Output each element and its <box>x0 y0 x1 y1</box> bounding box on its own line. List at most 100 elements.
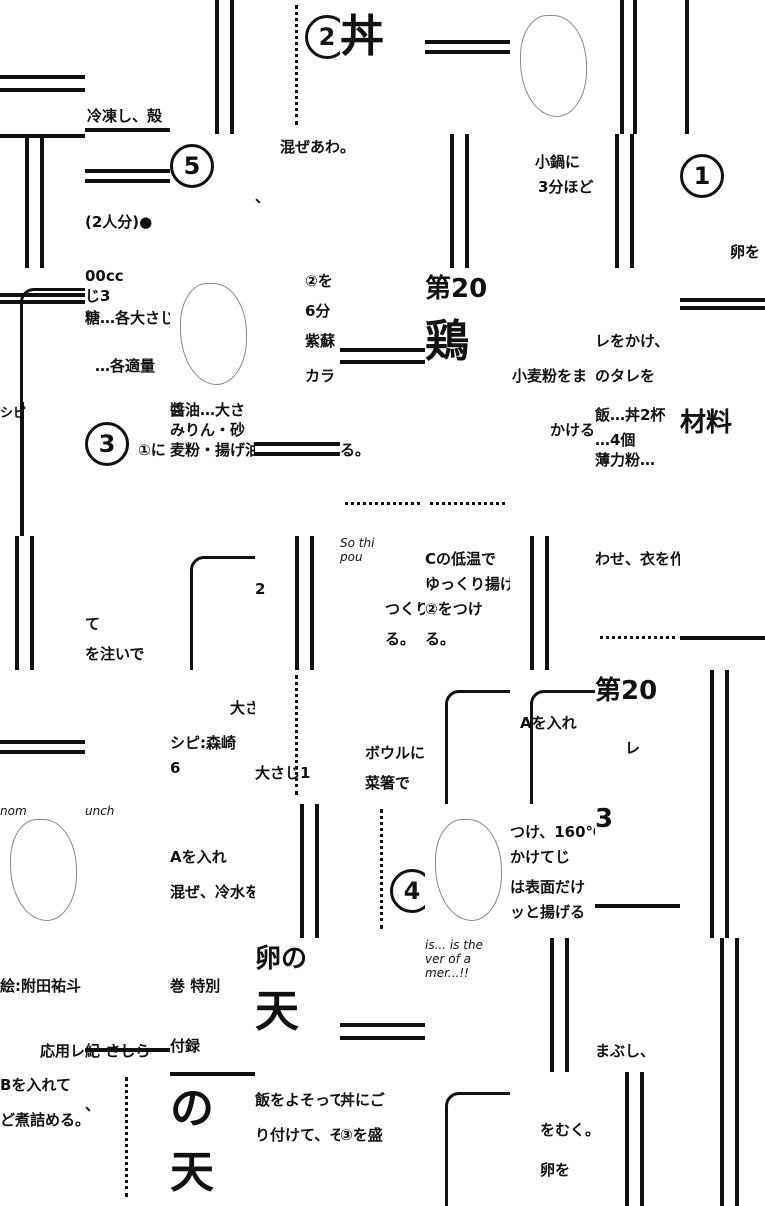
vertical-panel-border <box>215 0 219 134</box>
recipe-text-fragment: 絵:附田祐斗 <box>0 977 81 995</box>
dotted-divider <box>295 675 298 795</box>
recipe-text-fragment: (2人分)● <box>85 213 153 231</box>
puzzle-tile <box>0 268 85 402</box>
recipe-text-fragment: る。 <box>425 630 456 648</box>
horizontal-panel-border <box>85 128 170 132</box>
recipe-text-fragment: る。 <box>385 630 416 648</box>
recipe-text-fragment: り付けて、その上に④ <box>255 1126 340 1144</box>
horizontal-panel-border <box>0 88 85 92</box>
puzzle-tile: 2 <box>255 536 340 670</box>
vertical-panel-border <box>725 804 729 938</box>
recipe-text-fragment: かける。 <box>550 421 595 439</box>
horizontal-panel-border <box>85 1048 170 1052</box>
puzzle-tile: 4 <box>340 804 425 938</box>
recipe-text-fragment: 混ぜ、冷水を <box>170 883 255 901</box>
character-sketch <box>180 283 247 385</box>
vertical-panel-border <box>230 0 234 134</box>
puzzle-tile: 大さじ1 <box>255 670 340 804</box>
puzzle-tile: 冷凍し、殻 <box>85 0 170 134</box>
puzzle-tile <box>0 0 85 134</box>
step-number-circle: 1 <box>680 154 724 198</box>
horizontal-panel-border <box>170 1072 255 1076</box>
horizontal-panel-border <box>680 636 765 640</box>
puzzle-tile <box>680 0 765 134</box>
puzzle-tile <box>0 536 85 670</box>
puzzle-tile <box>595 134 680 268</box>
horizontal-panel-border <box>255 452 340 456</box>
puzzle-tile <box>680 1072 765 1206</box>
recipe-text-fragment: 菜箸で <box>365 774 411 792</box>
panel-corner-frame <box>445 690 510 804</box>
recipe-text-fragment: 2 <box>255 580 266 598</box>
vertical-panel-border <box>720 938 724 1072</box>
horizontal-panel-border <box>0 300 85 304</box>
recipe-text-fragment: みりん・砂 <box>170 421 246 439</box>
puzzle-tile: 醬油…大さみりん・砂麦粉・揚げ油 <box>170 402 255 536</box>
recipe-text-fragment: 、 <box>85 1096 101 1114</box>
dotted-divider <box>295 5 298 125</box>
horizontal-panel-border <box>85 169 170 173</box>
vertical-panel-border <box>633 0 637 134</box>
recipe-text-fragment: かけてじ <box>510 848 571 866</box>
recipe-text-fragment: シピ:森崎 <box>170 734 236 752</box>
recipe-text-fragment: 飯…丼2杯 <box>595 406 666 424</box>
recipe-text-fragment: ③を盛 <box>340 1126 383 1144</box>
puzzle-tile <box>340 938 425 1072</box>
vertical-panel-border <box>295 536 299 670</box>
vertical-panel-border <box>300 804 304 938</box>
vertical-panel-border <box>15 536 19 670</box>
puzzle-tile: る。 <box>340 402 425 536</box>
recipe-text-fragment: 卵の <box>255 944 308 974</box>
puzzle-tile <box>0 670 85 804</box>
recipe-text-fragment: 小鍋に <box>535 153 581 171</box>
character-sketch <box>435 819 502 921</box>
recipe-text-fragment: 大さじ1 <box>255 764 311 782</box>
panel-corner-frame <box>190 556 255 670</box>
puzzle-tile <box>425 670 510 804</box>
puzzle-tile <box>425 402 510 536</box>
vertical-panel-border <box>20 402 24 536</box>
recipe-text-fragment: 混ぜあわ <box>280 138 340 156</box>
puzzle-tile: nom <box>0 804 85 938</box>
puzzle-tile: シピ <box>0 402 85 536</box>
puzzle-tile: 飯…丼2杯…4個薄力粉… <box>595 402 680 536</box>
recipe-text-fragment: シピ <box>0 406 27 421</box>
puzzle-tile: 3 <box>595 804 680 938</box>
puzzle-tile: ボウルに菜箸で <box>340 670 425 804</box>
puzzle-tile: 丼にご ③を盛 <box>340 1072 425 1206</box>
recipe-text-fragment: まぶし、 <box>595 1042 656 1060</box>
dotted-divider <box>430 502 505 505</box>
recipe-text-fragment: 麦粉・揚げ油 <box>170 441 255 459</box>
dotted-divider <box>345 502 420 505</box>
vertical-panel-border <box>25 134 29 268</box>
puzzle-tile: (2人分)● <box>85 134 170 268</box>
recipe-text-fragment: 糖…各大さじ <box>85 309 170 327</box>
recipe-text-fragment: の天 <box>170 1083 214 1198</box>
recipe-text-fragment: をむく。 <box>540 1121 595 1139</box>
puzzle-tile: Aを入れ <box>510 670 595 804</box>
recipe-text-fragment: ボウルに <box>365 744 425 762</box>
recipe-text-fragment: つくり揚げ <box>385 600 425 618</box>
character-sketch <box>10 819 77 921</box>
recipe-text-fragment: 6 <box>170 759 181 777</box>
puzzle-tile: 5 <box>170 134 255 268</box>
puzzle-tile <box>510 0 595 134</box>
vertical-panel-border <box>40 134 44 268</box>
vertical-panel-border <box>565 938 569 1072</box>
recipe-text-fragment: 紫蘇 <box>305 332 336 350</box>
recipe-text-fragment: 丼にご <box>340 1091 385 1109</box>
character-sketch <box>520 15 587 117</box>
recipe-text-fragment: て <box>85 615 101 633</box>
recipe-text-fragment: …4個 <box>595 431 636 449</box>
recipe-text-fragment: じ3 <box>85 287 111 305</box>
recipe-text-fragment: のタレを <box>595 367 656 385</box>
recipe-text-fragment: 卵を <box>540 1161 571 1179</box>
horizontal-panel-border <box>595 904 680 908</box>
recipe-text-fragment: ッと揚げる <box>510 903 586 921</box>
puzzle-tile <box>425 134 510 268</box>
step-number-circle: 3 <box>85 422 129 466</box>
